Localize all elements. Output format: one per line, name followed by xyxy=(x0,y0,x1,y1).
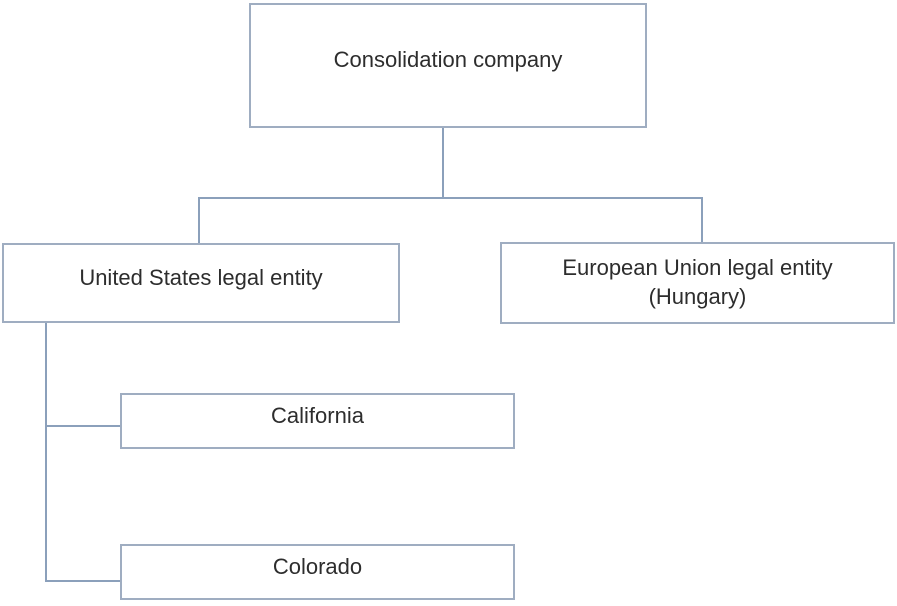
connector-us-trunk xyxy=(45,323,47,582)
node-colorado-label: Colorado xyxy=(272,553,363,579)
connector-eu-drop xyxy=(701,197,703,243)
node-european-union-legal-entity: European Union legal entity (Hungary) xyxy=(500,242,895,324)
node-colorado: Colorado xyxy=(120,544,515,600)
node-consolidation-company-label: Consolidation company xyxy=(333,47,563,73)
node-consolidation-company: Consolidation company xyxy=(249,3,647,128)
connector-root-stem xyxy=(442,128,444,198)
connector-us-drop xyxy=(198,197,200,244)
connector-rail xyxy=(198,197,703,199)
node-united-states-legal-entity: United States legal entity xyxy=(2,243,400,323)
connector-california-branch xyxy=(45,425,120,427)
node-european-union-legal-entity-label-line2: (Hungary) xyxy=(648,284,747,309)
node-california: California xyxy=(120,393,515,449)
node-united-states-legal-entity-label: United States legal entity xyxy=(79,264,323,290)
node-european-union-legal-entity-label-line1: European Union legal entity xyxy=(562,255,833,281)
node-california-label: California xyxy=(271,402,364,428)
node-european-union-legal-entity-label: European Union legal entity (Hungary) xyxy=(562,254,832,311)
connector-colorado-branch xyxy=(45,580,120,582)
